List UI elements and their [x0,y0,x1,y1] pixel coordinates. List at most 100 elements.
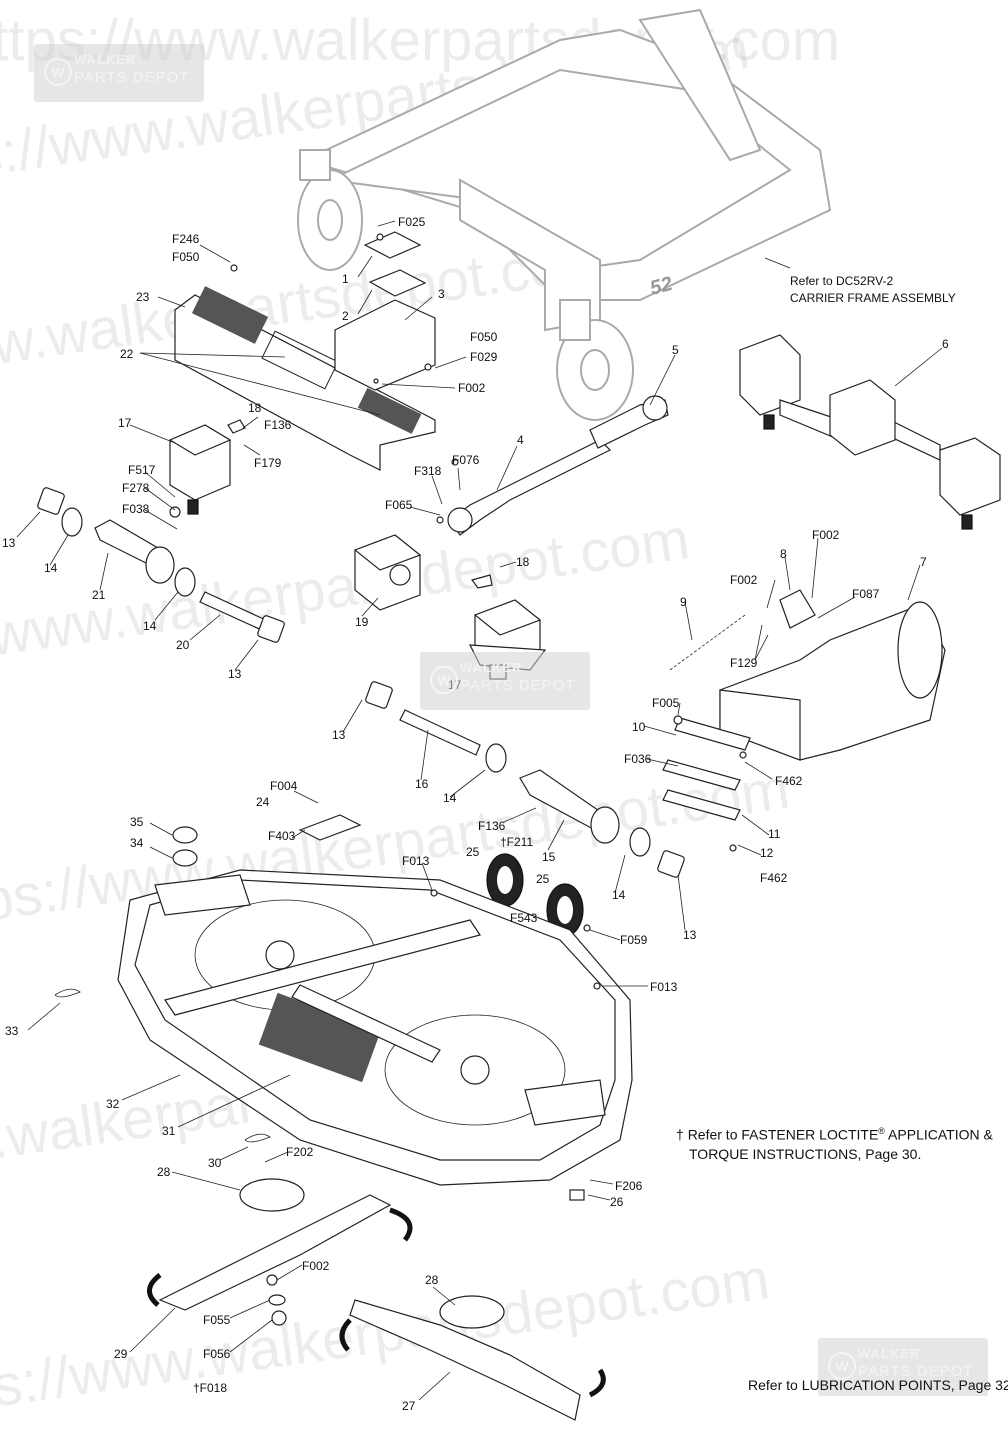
callout-f002: F002 [302,1259,330,1273]
callout-17: 17 [118,416,132,430]
callout-16: 16 [415,777,429,791]
shaft-assembly-left [37,487,285,643]
registered-mark: ® [878,1126,885,1136]
callout-34: 34 [130,836,144,850]
callout-14: 14 [612,888,626,902]
callout-f403: F403 [268,829,296,843]
callout-33: 33 [5,1024,19,1038]
callout-f002: F002 [458,381,486,395]
callout-5: 5 [672,343,679,357]
callout-f055: F055 [203,1313,231,1327]
callout-2: 2 [342,309,349,323]
mower-deck-31-32 [117,869,633,1186]
loctite-note: † Refer to FASTENER LOCTITE® APPLICATION… [676,1122,1001,1164]
callout-f087: F087 [852,587,880,601]
watermark-logo-top: W WALKER PARTS DEPOT [34,44,204,102]
walker-w-icon: W [44,58,72,86]
callout-27: 27 [402,1399,416,1413]
callout-31: 31 [162,1124,176,1138]
callout-f018: †F018 [193,1381,227,1395]
callout-f136: F136 [478,819,506,833]
callout-f025: F025 [398,215,426,229]
callout-f050: F050 [470,330,498,344]
logo-brand: WALKER [74,52,137,67]
blades [147,1178,606,1421]
callout-f206: F206 [615,1179,643,1193]
callout-10: 10 [632,720,646,734]
logo-sub: PARTS DEPOT [74,69,190,86]
callout-f462: F462 [760,871,788,885]
gearbox-assembly-6 [739,334,1001,530]
callout-25: 25 [466,845,480,859]
callout-f005: F005 [652,696,680,710]
callout-18: 18 [248,401,262,415]
callout-f065: F065 [385,498,413,512]
logo-sub: PARTS DEPOT [858,1363,974,1380]
driveshaft-4-5 [447,395,669,536]
callout-7: 7 [920,555,927,569]
watermark-logo-bottom: W WALKER PARTS DEPOT [818,1338,988,1396]
callout-f002: F002 [730,573,758,587]
logo-brand: WALKER [858,1346,921,1361]
gearbox-19 [353,534,422,611]
carrier-frame-ref-line2: CARRIER FRAME ASSEMBLY [790,291,956,305]
callout-f462: F462 [775,774,803,788]
callout-9: 9 [680,595,687,609]
callout-30: 30 [208,1156,222,1170]
callout-f038: F038 [122,502,150,516]
callout-f211: †F211 [500,835,533,849]
callout-f202: F202 [286,1145,314,1159]
callout-23: 23 [136,290,150,304]
callout-14: 14 [44,561,58,575]
callout-12: 12 [760,846,774,860]
callout-f076: F076 [452,453,480,467]
walker-w-icon: W [828,1352,856,1380]
discharge-chute-7 [662,589,946,821]
carrier-frame: 52 [297,8,832,421]
callout-24: 24 [256,795,270,809]
callout-11: 11 [768,827,781,841]
lubrication-note: Refer to LUBRICATION POINTS, Page 32. [748,1377,1008,1393]
callout-18: 18 [516,555,530,569]
loctite-line1: Refer to FASTENER LOCTITE [687,1126,879,1143]
callout-6: 6 [942,337,949,351]
callout-labels: F025 F246 F050 1 23 2 3 F050 F029 22 F00… [2,215,949,1413]
callout-13: 13 [683,928,697,942]
callout-f179: F179 [254,456,282,470]
callout-28: 28 [425,1273,439,1287]
shaft-assembly-center [365,681,685,878]
pulleys-25 [172,814,584,937]
callout-29: 29 [114,1347,128,1361]
callout-f056: F056 [203,1347,231,1361]
callout-13: 13 [332,728,346,742]
callout-f004: F004 [270,779,298,793]
belt-shield-23 [174,286,436,471]
callout-f129: F129 [730,656,758,670]
logo-sub: PARTS DEPOT [460,677,576,694]
callout-4: 4 [517,433,524,447]
callout-f278: F278 [122,481,150,495]
callout-f050: F050 [172,250,200,264]
logo-brand: WALKER [460,660,523,675]
covers-1-2-3 [334,231,436,391]
callout-13: 13 [2,536,16,550]
watermark-logo-center: W WALKER PARTS DEPOT [420,652,590,710]
gearbox-17-left [168,424,232,515]
callout-15: 15 [542,850,556,864]
callout-f002: F002 [812,528,840,542]
callout-3: 3 [438,287,445,301]
callout-f036: F036 [624,752,652,766]
leader-lines [16,220,943,1401]
callout-26: 26 [610,1195,624,1209]
callout-f246: F246 [172,232,200,246]
callout-8: 8 [780,547,787,561]
callout-f013: F013 [402,854,430,868]
hardware [54,233,747,1201]
callout-19: 19 [355,615,369,629]
callout-32: 32 [106,1097,120,1111]
callout-f059: F059 [620,933,648,947]
dagger-mark: † [676,1126,684,1143]
callout-22: 22 [120,347,134,361]
walker-w-icon: W [430,666,458,694]
